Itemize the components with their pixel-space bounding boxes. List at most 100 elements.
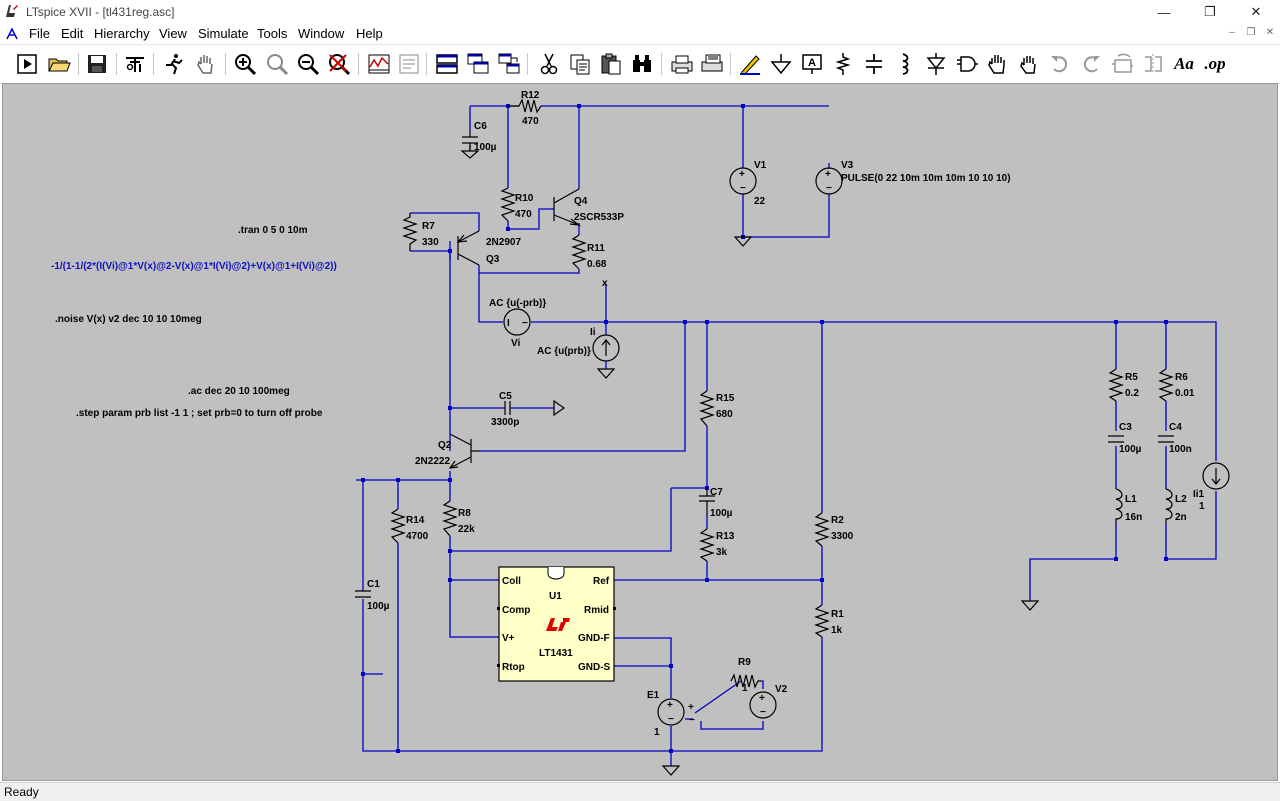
run-probe-button[interactable] [160,50,188,78]
mdi-close-button[interactable]: ✕ [1265,27,1275,38]
resistor-r15[interactable]: R15 680 [699,390,735,427]
l2-value: 2n [1175,512,1187,523]
resistor-r5[interactable]: R5 0.2 [1108,368,1139,402]
drag-button[interactable] [1015,50,1043,78]
text-button[interactable]: Aa [1170,50,1198,78]
close-button[interactable]: ✕ [1250,4,1262,19]
resistor-r13[interactable]: R13 3k [699,528,735,562]
draw-wire-button[interactable] [736,50,764,78]
mirror-button[interactable] [1139,50,1167,78]
voltage-source-v1[interactable]: + − V1 22 [729,160,767,247]
capacitor-c6[interactable]: C6 100µ [460,121,497,159]
resistor-r10[interactable]: R10 470 [500,187,534,222]
zoom-cancel-button[interactable] [325,50,353,78]
step-directive[interactable]: .step param prb list -1 1 ; set prb=0 to… [76,408,323,419]
vcvs-e1[interactable]: + − + − E1 1 [647,690,695,738]
zoom-in-button[interactable] [231,50,259,78]
spice-directive-button[interactable]: .op [1201,50,1229,78]
schematic-doc-icon[interactable] [4,26,20,42]
ac-directive[interactable]: .ac dec 20 10 100meg [188,386,290,397]
inductor-l1[interactable]: L1 16n [1115,488,1142,524]
transistor-q2[interactable]: Q2 2N2222 [415,433,479,469]
resistor-r11[interactable]: R11 0.68 [571,234,607,270]
waveform-button[interactable] [365,50,393,78]
cut-button[interactable] [535,50,563,78]
redo-button[interactable] [1077,50,1105,78]
schematic-drawing[interactable]: R12 470 C6 100µ + − V1 22 + − V3 PULSE(0… [3,84,1279,782]
noise-directive[interactable]: .noise V(x) v2 dec 10 10 10meg [55,314,202,325]
voltage-source-v3[interactable]: + − V3 PULSE(0 22 10m 10m 10m 10 10 10) [815,160,1011,195]
component-button[interactable] [953,50,981,78]
resistor-r6[interactable]: R6 0.01 [1158,368,1195,402]
menu-file[interactable]: File [29,26,50,41]
ltspice-app-icon[interactable] [4,3,20,19]
move-button[interactable] [984,50,1012,78]
transistor-q4[interactable]: Q4 2SCR533P [553,188,624,226]
menu-window[interactable]: Window [298,26,345,41]
v1-name: V1 [754,160,767,171]
resistor-r9[interactable]: R9 1 [730,657,761,694]
capacitor-c7[interactable]: C7 100µ [699,487,733,519]
tile-vertical-button[interactable] [495,50,523,78]
tran-directive[interactable]: .tran 0 5 0 10m [238,225,308,236]
resistor-button[interactable] [829,50,857,78]
current-source-ii[interactable]: Ii AC {u(prb)} [537,327,620,379]
text-icon: Aa [1174,54,1194,73]
maximize-button[interactable]: ❐ [1204,4,1216,19]
net-label-x[interactable]: x [602,278,608,289]
menu-hierarchy[interactable]: Hierarchy [94,26,150,41]
undo-button[interactable] [1046,50,1074,78]
transistor-q3[interactable]: 2N2907 Q3 [456,230,521,266]
schematic-canvas[interactable]: R12 470 C6 100µ + − V1 22 + − V3 PULSE(0… [2,83,1278,781]
inductor-l2[interactable]: L2 2n [1165,488,1187,524]
voltage-source-v2[interactable]: + − V2 [749,684,788,719]
label-net-button[interactable]: A [798,50,826,78]
print-button[interactable] [668,50,696,78]
paste-button[interactable] [597,50,625,78]
copy-button[interactable] [566,50,594,78]
run-button[interactable] [13,50,41,78]
inductor-button[interactable] [891,50,919,78]
r14-value: 4700 [406,531,429,542]
menu-help[interactable]: Help [356,26,383,41]
resistor-r8[interactable]: R8 22k [442,500,475,537]
zoom-out-button[interactable] [294,50,322,78]
spice-netlist-button[interactable] [395,50,423,78]
print-setup-button[interactable] [698,50,726,78]
control-panel-icon [126,57,144,72]
rotate-button[interactable] [1108,50,1136,78]
resistor-r12[interactable]: R12 470 [508,90,542,127]
current-source-ii1[interactable]: Ii1 1 [1193,462,1230,512]
minimize-button[interactable]: — [1157,4,1171,20]
menu-view[interactable]: View [159,26,187,41]
capacitor-c5[interactable]: C5 3300p [491,391,566,428]
menu-edit[interactable]: Edit [61,26,84,41]
resistor-r7[interactable]: R7 330 [402,213,439,251]
r7-name: R7 [422,221,435,232]
capacitor-c1[interactable]: C1 100µ [355,579,390,612]
tile-horizontal-button[interactable] [433,50,461,78]
tian-probe-expression[interactable]: -1/(1-1/(2*(I(Vi)@1*V(x)@2-V(x)@1*I(Vi)@… [51,261,337,272]
capacitor-c3[interactable]: C3 100µ [1108,422,1142,455]
control-panel-button[interactable] [121,50,149,78]
ground-button[interactable] [767,50,795,78]
find-button[interactable] [628,50,656,78]
capacitor-c4[interactable]: C4 100n [1158,422,1192,455]
voltage-source-vi[interactable]: I − AC {u(-prb)} Vi [489,298,546,349]
ic-u1-lt1431[interactable]: U1 Coll Ref Comp Rmid V+ GND-F Rtop GND-… [497,566,616,682]
mdi-restore-button[interactable]: ❐ [1246,27,1256,38]
resistor-r2[interactable]: R2 3300 [814,512,854,547]
resistor-r1[interactable]: R1 1k [814,604,844,638]
save-button[interactable] [83,50,111,78]
vi-value: AC {u(-prb)} [489,298,546,309]
menu-tools[interactable]: Tools [257,26,288,41]
capacitor-button[interactable] [860,50,888,78]
menu-simulate[interactable]: Simulate [198,26,249,41]
diode-button[interactable] [922,50,950,78]
pan-button[interactable] [192,50,220,78]
mdi-minimize-button[interactable]: – [1229,27,1235,38]
zoom-fit-button[interactable] [263,50,291,78]
resistor-r14[interactable]: R14 4700 [390,508,429,544]
cascade-button[interactable] [464,50,492,78]
open-button[interactable] [45,50,73,78]
